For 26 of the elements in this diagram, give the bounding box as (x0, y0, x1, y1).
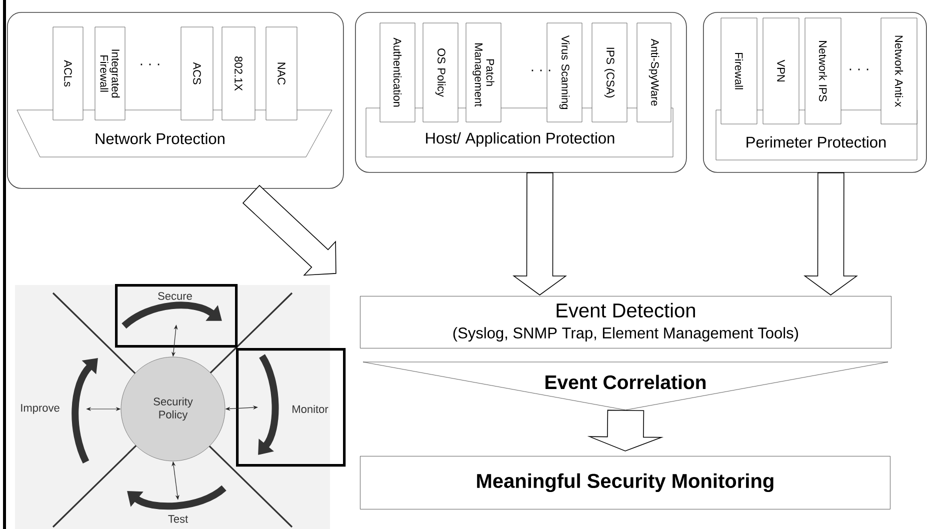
ellipsis: · · · (532, 70, 550, 72)
process-box: Meaningful Security Monitoring (360, 456, 890, 510)
component-box: IPS (CSA) (592, 22, 628, 122)
component-box: OS Policy (422, 22, 458, 122)
component-box: Network Anti-x (880, 18, 918, 124)
component-box: ACLs (52, 26, 84, 120)
component-box: Firewall (720, 18, 758, 124)
phase-box: Secure (115, 284, 238, 348)
process-box: Event Detection (Syslog, SNMP Trap, Element Management Tools) (360, 296, 892, 348)
ellipsis: · · · (140, 64, 160, 66)
component-box: Anti-SpyWare (636, 22, 672, 122)
block-arrow (512, 172, 567, 296)
component-box: Network IPS (804, 18, 842, 124)
component-box: NAC (266, 26, 298, 120)
component-box: Integrated Firewall (94, 26, 126, 120)
ellipsis: · · · (850, 68, 868, 70)
phase-label: Improve (21, 404, 60, 414)
component-box: Patch Management (466, 22, 502, 122)
block-arrow (587, 410, 664, 452)
component-box: Authentication (380, 22, 416, 122)
block-arrow (804, 172, 858, 296)
component-box: ACS (180, 26, 214, 120)
component-box: VPN (762, 18, 800, 124)
phase-box: Monitor (236, 348, 346, 467)
component-box: 802.1X (222, 26, 256, 120)
phase-label: Test (168, 515, 188, 523)
